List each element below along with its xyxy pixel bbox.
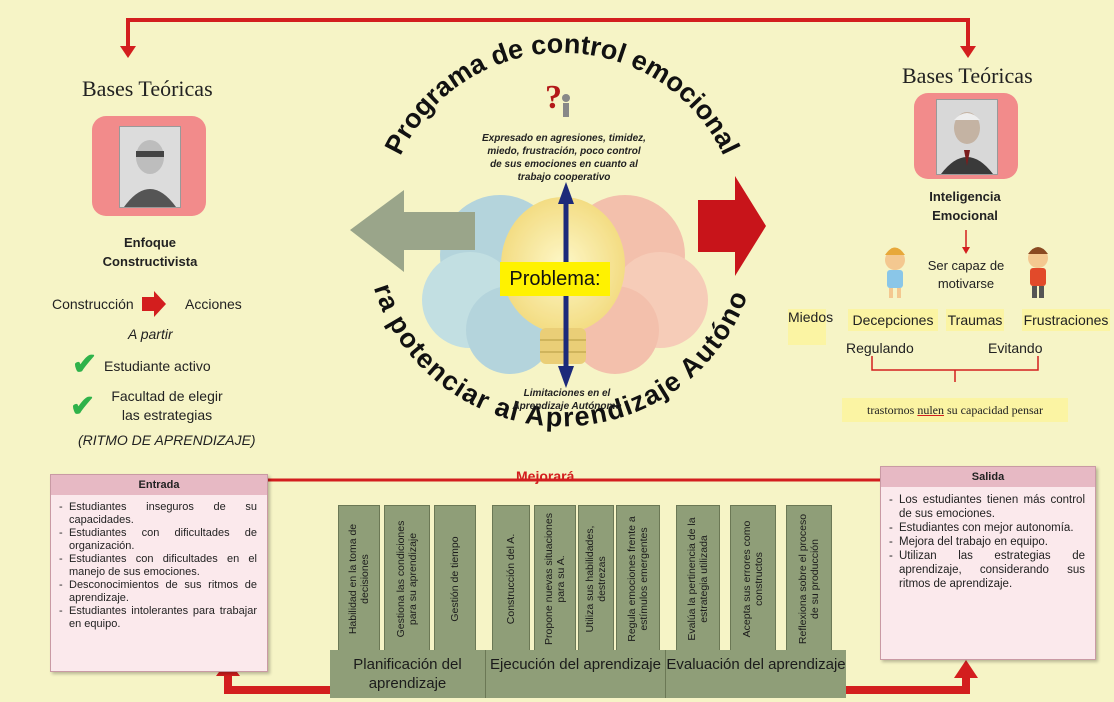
mejorara-label: Mejorará bbox=[516, 468, 575, 484]
list-item: Utilizan las estrategias de aprendizaje,… bbox=[889, 549, 1085, 591]
rhythm-label: (RITMO DE APRENDIZAJE) bbox=[78, 432, 256, 448]
list-item: Estudiantes con dificultades en el manej… bbox=[59, 553, 257, 579]
emotional-intelligence-label: Inteligencia Emocional bbox=[929, 189, 1001, 223]
left-grey-arrow bbox=[350, 190, 475, 272]
bottom-right-arrow bbox=[846, 660, 978, 694]
girl-figure-icon bbox=[885, 247, 905, 298]
entrada-title: Entrada bbox=[51, 475, 267, 495]
actions-label: Acciones bbox=[185, 296, 242, 312]
list-item: Los estudiantes tienen más control de su… bbox=[889, 493, 1085, 521]
right-red-arrow bbox=[698, 176, 766, 276]
svg-text:?: ? bbox=[545, 79, 562, 116]
stage-column: Acepta sus errores como constructos bbox=[730, 505, 776, 653]
emotion-miedos: Miedos bbox=[788, 309, 833, 345]
construction-arrow-icon bbox=[142, 291, 166, 317]
choose-strategies-label: Facultad de elegir las estrategias bbox=[111, 388, 223, 423]
emotion-traumas: Traumas bbox=[946, 309, 1004, 331]
list-item: Mejora del trabajo en equipo. bbox=[889, 535, 1085, 549]
emotional-connectors bbox=[871, 230, 1039, 382]
theorist-portrait-right bbox=[936, 99, 998, 175]
list-item: Estudiantes intolerantes para trabajar e… bbox=[59, 605, 257, 631]
entrada-list: Estudiantes inseguros de su capacidades.… bbox=[51, 495, 267, 635]
list-item: Estudiantes inseguros de su capacidades. bbox=[59, 501, 257, 527]
emotion-frustraciones: Frustraciones bbox=[1022, 309, 1110, 331]
left-bases-title: Bases Teóricas bbox=[82, 76, 213, 101]
evitando-label: Evitando bbox=[988, 340, 1043, 356]
problem-label: Problema: bbox=[500, 262, 610, 296]
theorist-portrait-left bbox=[119, 126, 181, 208]
problem-description: Expresado en agresiones, timidez, miedo,… bbox=[482, 133, 646, 183]
motivate-label: Ser capaz de motivarse bbox=[927, 258, 1005, 291]
left-photo-frame bbox=[92, 116, 206, 216]
emotion-decepciones: Decepciones bbox=[848, 309, 938, 331]
stage-column: Propone nuevas situaciones para su A. bbox=[534, 505, 576, 653]
stage-column: Gestión de tiempo bbox=[434, 505, 476, 653]
stage-column: Utiliza sus habilidades, destrezas bbox=[578, 505, 614, 653]
disorders-label: trastornos nulen su capacidad pensar bbox=[842, 398, 1068, 422]
right-photo-frame bbox=[914, 93, 1018, 179]
a-partir-label: A partir bbox=[128, 326, 173, 342]
stage-column: Evalúa la pertinencia de la estrategia u… bbox=[676, 505, 720, 653]
entrada-box: Entrada Estudiantes inseguros de su capa… bbox=[50, 474, 268, 672]
salida-box: Salida Los estudiantes tienen más contro… bbox=[880, 466, 1096, 660]
stage-planificacion: Planificación del aprendizaje bbox=[330, 650, 486, 698]
limitations-label: Limitaciones en el Aprendizaje Autónomo bbox=[512, 388, 622, 412]
stage-column: Regula emociones frente a estímulos emer… bbox=[616, 505, 660, 653]
boy-figure-icon bbox=[1028, 247, 1048, 298]
regulando-label: Regulando bbox=[846, 340, 914, 356]
salida-title: Salida bbox=[881, 467, 1095, 487]
list-item: Estudiantes con dificultades de organiza… bbox=[59, 527, 257, 553]
right-bases-title: Bases Teóricas bbox=[902, 63, 1033, 88]
list-item: Estudiantes con mejor autonomía. bbox=[889, 521, 1085, 535]
stage-column: Habilidad en la toma de decisiones bbox=[338, 505, 380, 653]
stage-evaluacion: Evaluación del aprendizaje bbox=[666, 650, 846, 698]
top-connector-arrow bbox=[120, 18, 976, 58]
active-student-label: Estudiante activo bbox=[104, 358, 211, 374]
approach-label: Enfoque Constructivista bbox=[102, 235, 198, 269]
question-icon: ? bbox=[545, 79, 570, 117]
stage-column: Gestiona las condiciones para su aprendi… bbox=[384, 505, 430, 653]
construction-label: Construcción bbox=[52, 296, 134, 312]
list-item: Desconocimientos de sus ritmos de aprend… bbox=[59, 579, 257, 605]
stage-ejecucion: Ejecución del aprendizaje bbox=[486, 650, 666, 698]
check-icon-active: ✔ bbox=[72, 348, 98, 381]
stage-column: Construcción del A. bbox=[492, 505, 530, 653]
salida-list: Los estudiantes tienen más control de su… bbox=[881, 487, 1095, 595]
check-icon-strategies: ✔ bbox=[70, 390, 96, 423]
stage-column: Reflexiona sobre el proceso de su produc… bbox=[786, 505, 832, 653]
